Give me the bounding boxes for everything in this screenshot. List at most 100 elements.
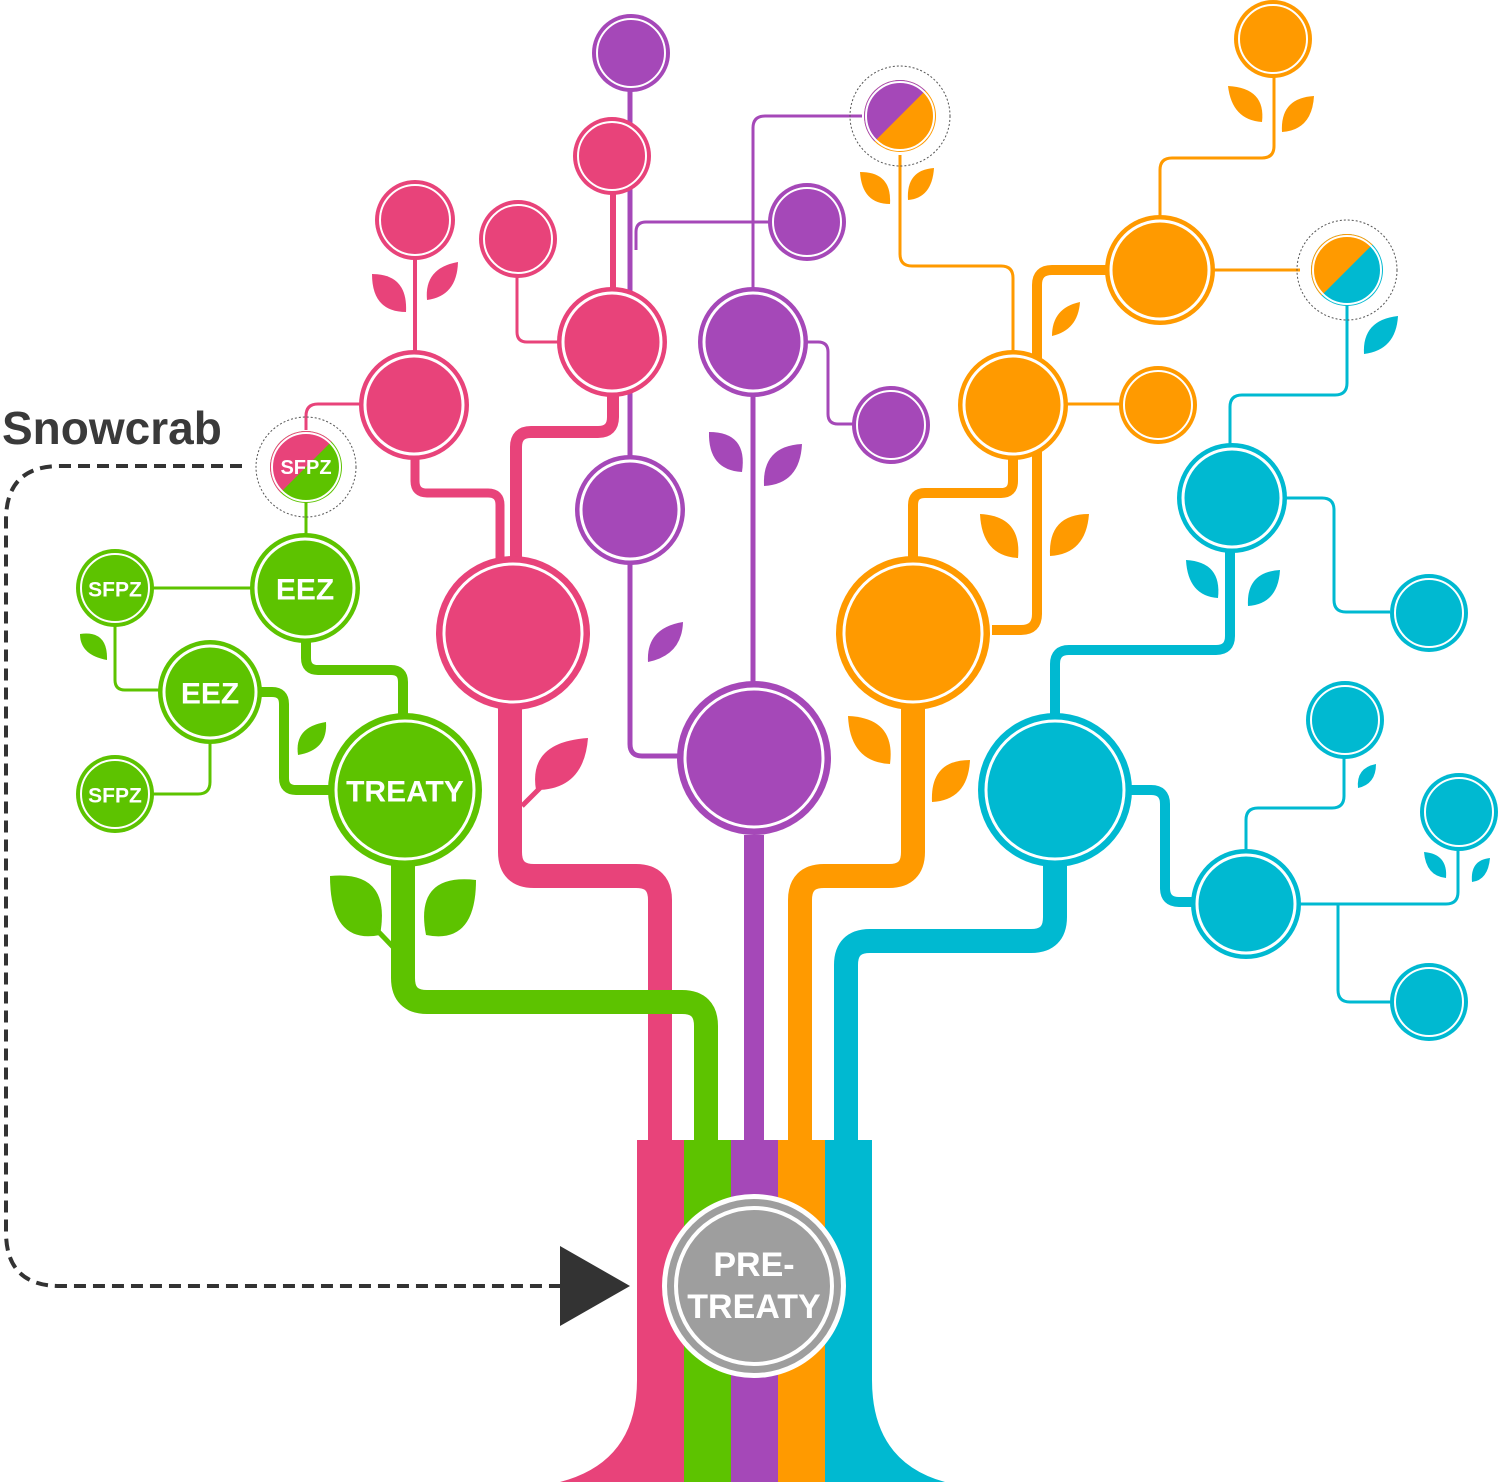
snowcrab-annotation: Snowcrab bbox=[2, 402, 630, 1326]
leaf bbox=[708, 432, 743, 472]
cyan-twig-lower-up bbox=[1244, 758, 1346, 852]
node-orange-upper[interactable] bbox=[1105, 215, 1215, 325]
node-pink-top[interactable] bbox=[573, 117, 651, 195]
leaf bbox=[1424, 852, 1447, 878]
orange-branch bbox=[898, 76, 1300, 635]
node-pink-left[interactable] bbox=[359, 350, 469, 460]
purple-stem-to-left bbox=[627, 562, 680, 759]
leaf bbox=[1471, 858, 1490, 882]
orange-main-stem bbox=[788, 700, 925, 1140]
node-mixed-orange-cyan[interactable] bbox=[1296, 219, 1398, 321]
main-stems bbox=[391, 700, 1067, 1140]
leaf bbox=[330, 875, 382, 937]
node-pink-large[interactable] bbox=[436, 556, 590, 710]
pre-treaty-label-line2: TREATY bbox=[687, 1288, 821, 1326]
leaf-pair-purple bbox=[708, 432, 802, 486]
node-purple-mid[interactable] bbox=[698, 287, 808, 397]
trunk-band-cyan bbox=[825, 1140, 945, 1482]
leaf-pair-green-large bbox=[330, 875, 476, 950]
node-purple-right[interactable] bbox=[852, 386, 930, 464]
leaf-pair-orange-top-right bbox=[1228, 86, 1314, 132]
leaf-pair-pink-upper bbox=[372, 262, 458, 312]
node-orange-large[interactable] bbox=[836, 556, 990, 710]
leaf-pair-orange-lower bbox=[848, 716, 970, 802]
sfpz-left-upper-label: SFPZ bbox=[88, 579, 142, 602]
orange-twig-up-right bbox=[1158, 76, 1276, 220]
leaves bbox=[80, 86, 1490, 950]
green-nodes: TREATY EEZ EEZ SFPZ SFPZ bbox=[76, 533, 482, 867]
orange-stem-left bbox=[908, 455, 1018, 560]
node-pink-mid[interactable] bbox=[557, 287, 667, 397]
leaf-purple-left bbox=[647, 622, 683, 662]
node-purple-left[interactable] bbox=[575, 455, 685, 565]
leaf bbox=[1281, 96, 1314, 132]
cyan-twig-lower-right-up bbox=[1298, 840, 1460, 906]
snowcrab-label: Snowcrab bbox=[2, 402, 222, 454]
leaf-orange-small bbox=[1052, 302, 1080, 336]
leaf-pair-cyan-lower-right bbox=[1424, 852, 1490, 882]
leaf-pair-orange-top-left bbox=[860, 168, 934, 204]
leaf bbox=[860, 172, 891, 204]
pink-twig-upper-right bbox=[515, 276, 560, 344]
purple-twig-to-mixed bbox=[751, 114, 862, 292]
sfpz-left-lower-label: SFPZ bbox=[88, 785, 142, 808]
green-branch bbox=[113, 502, 408, 796]
leaf bbox=[931, 760, 970, 802]
leaf bbox=[1247, 570, 1280, 606]
leaf bbox=[424, 879, 476, 937]
node-orange-top[interactable] bbox=[1234, 0, 1312, 78]
green-stem-to-eez-lower bbox=[260, 687, 333, 795]
node-cyan-upper[interactable] bbox=[1177, 443, 1287, 553]
node-orange-mid[interactable] bbox=[958, 350, 1068, 460]
cyan-twig-up-right bbox=[1284, 496, 1390, 614]
leaf-cyan-upper bbox=[1363, 316, 1398, 354]
node-mixed-purple-orange[interactable] bbox=[849, 65, 951, 167]
leaf bbox=[763, 444, 802, 486]
pink-nodes bbox=[359, 117, 667, 710]
node-sfpz-left-lower[interactable]: SFPZ bbox=[76, 755, 154, 833]
leaf-pink-right bbox=[535, 738, 588, 790]
leaf bbox=[426, 262, 458, 300]
node-cyan-upper-right[interactable] bbox=[1390, 574, 1468, 652]
leaf bbox=[848, 716, 891, 764]
node-cyan-mid-right[interactable] bbox=[1306, 681, 1384, 759]
leaf-green-small-left bbox=[80, 633, 108, 660]
leaf-stalk bbox=[370, 923, 396, 950]
pink-branch bbox=[304, 194, 619, 560]
cyan-branch bbox=[1050, 305, 1460, 1004]
leaf-pair-cyan-mid bbox=[1186, 560, 1280, 606]
leaf bbox=[372, 274, 407, 312]
snowcrab-arrowhead bbox=[560, 1246, 630, 1326]
node-pre-treaty[interactable]: PRE- TREATY bbox=[662, 1194, 846, 1378]
pink-stem-to-mid bbox=[510, 392, 619, 560]
node-treaty[interactable]: TREATY bbox=[328, 713, 482, 867]
node-pink-top-left[interactable] bbox=[375, 180, 455, 260]
pink-stem-to-left bbox=[410, 455, 505, 560]
purple-twig-to-right bbox=[805, 340, 855, 426]
node-mixed-sfpz-top[interactable]: SFPZ bbox=[255, 416, 357, 518]
node-eez-upper[interactable]: EEZ bbox=[250, 533, 360, 643]
node-purple-upper-right[interactable] bbox=[768, 183, 846, 261]
node-cyan-large[interactable] bbox=[978, 713, 1132, 867]
leaf bbox=[980, 514, 1019, 558]
cyan-main-stem bbox=[834, 860, 1067, 1140]
node-sfpz-left-upper[interactable]: SFPZ bbox=[76, 549, 154, 627]
node-cyan-lower-right[interactable] bbox=[1390, 963, 1468, 1041]
pink-main-stem bbox=[498, 700, 672, 1140]
node-cyan-lower[interactable] bbox=[1191, 849, 1301, 959]
cyan-stem-right bbox=[1130, 785, 1195, 907]
pink-twig-to-sfpz bbox=[304, 402, 362, 430]
node-cyan-far-right[interactable] bbox=[1420, 773, 1498, 851]
node-eez-lower[interactable]: EEZ bbox=[158, 640, 262, 744]
node-orange-right[interactable] bbox=[1119, 366, 1197, 444]
leaf-cyan-small bbox=[1357, 764, 1376, 788]
node-purple-large[interactable] bbox=[677, 681, 831, 835]
purple-twig-to-mid-right bbox=[634, 220, 770, 250]
node-pink-top-mid[interactable] bbox=[479, 200, 557, 278]
cyan-stem-up bbox=[1050, 548, 1235, 715]
node-purple-top[interactable] bbox=[592, 14, 670, 92]
leaf bbox=[907, 168, 934, 200]
treaty-label: TREATY bbox=[346, 776, 464, 809]
mixed-nodes: SFPZ bbox=[255, 65, 1398, 518]
